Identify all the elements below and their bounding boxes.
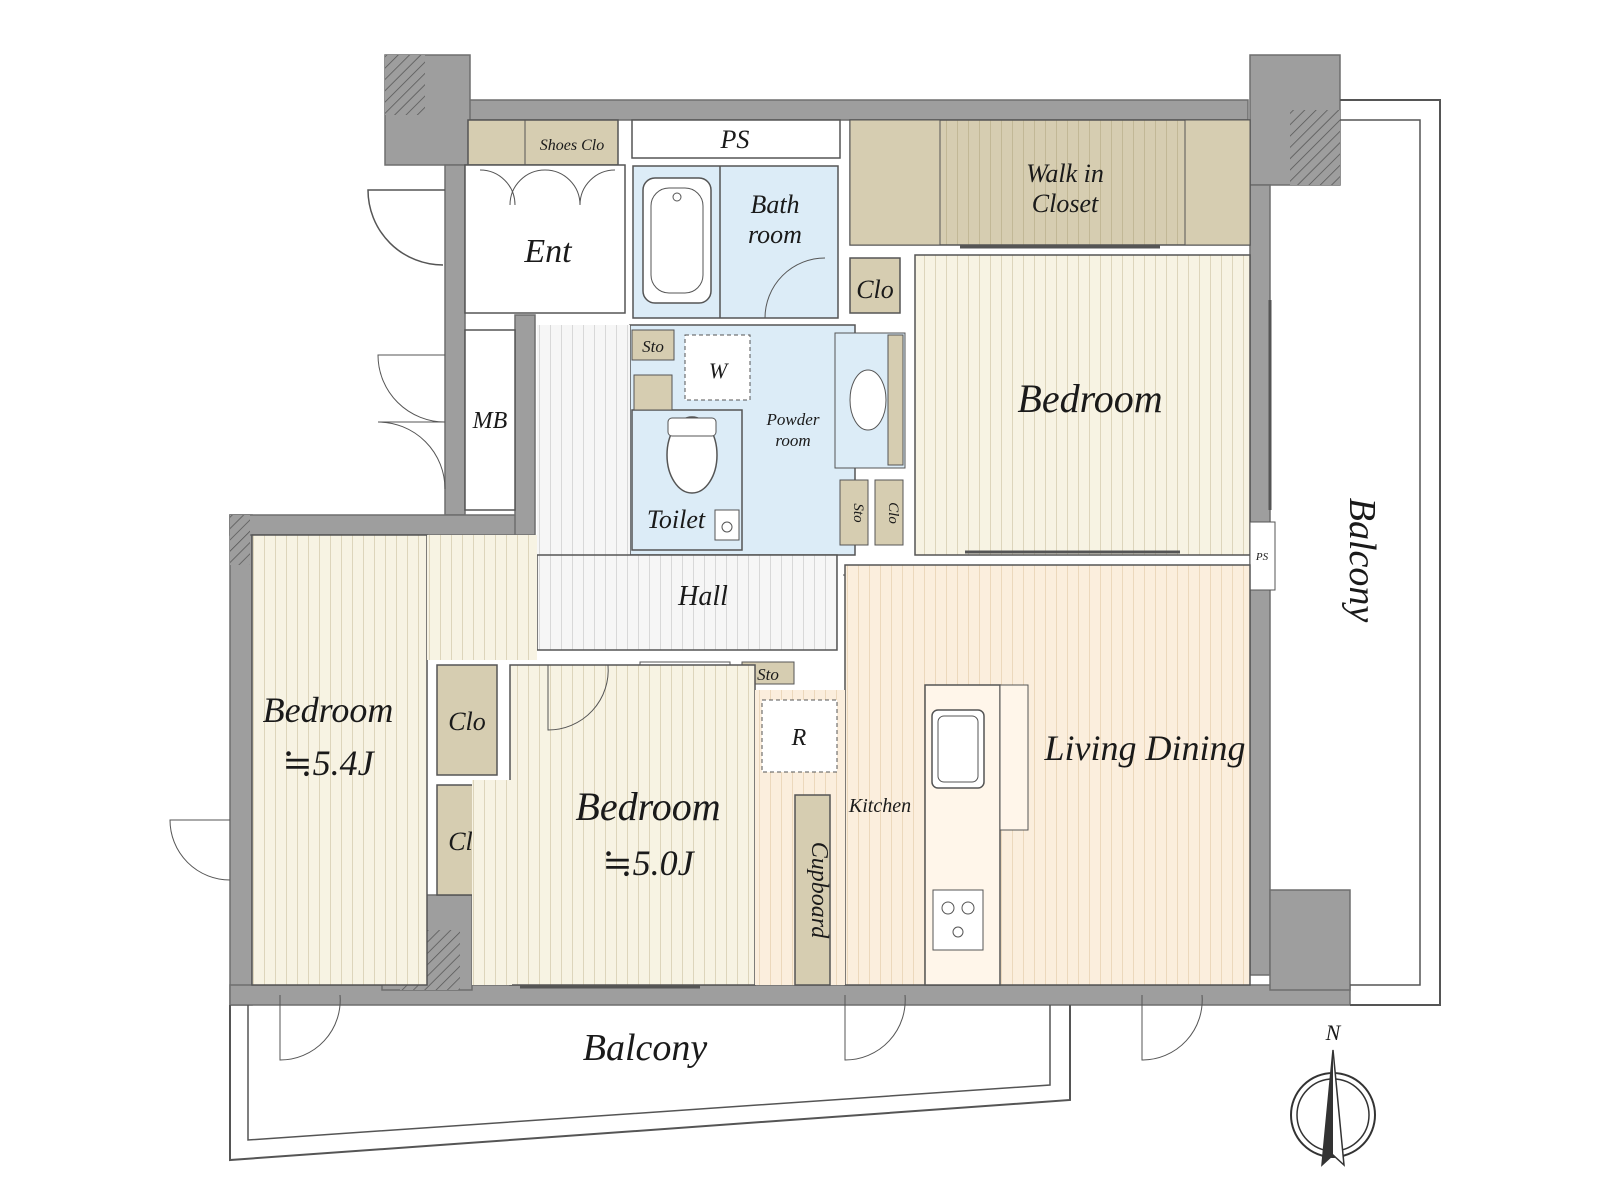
pipe-space-top: PS <box>631 119 841 159</box>
closet-w1-label: Clo <box>448 707 486 736</box>
cupboard-label: Cupboard <box>806 842 832 939</box>
bedroom-west-door[interactable] <box>169 819 231 881</box>
walk-in-label-1: Walk in <box>1026 159 1104 188</box>
bedroom-ne-label: Bedroom <box>1017 376 1162 421</box>
bedroom-south: Bedroom ≒5.0J <box>472 664 756 989</box>
refrigerator-label: R <box>791 725 807 751</box>
walk-in-closet: Walk in Closet <box>849 119 1251 249</box>
shoes-closet: Shoes Clo <box>467 119 619 166</box>
bath-label-2: room <box>748 220 802 249</box>
kitchen-label: Kitchen <box>848 795 911 817</box>
closet-ne-label: Clo <box>856 275 894 304</box>
hall: Hall PS Sto <box>469 325 904 685</box>
washer-label: W <box>709 358 729 383</box>
bedroom-south-size: ≒5.0J <box>602 843 695 883</box>
bathroom: Bath room <box>632 165 839 319</box>
bedroom-south-label: Bedroom <box>575 784 720 829</box>
bedroom-west-size: ≒5.4J <box>282 743 375 783</box>
balcony-east-label: Balcony <box>1341 498 1383 623</box>
clo-vertical-label: Clo <box>885 502 901 524</box>
bedroom-west-label: Bedroom <box>263 690 394 730</box>
powder-label-1: Powder <box>766 410 820 429</box>
living-door-1[interactable] <box>844 994 906 1061</box>
mb-label: MB <box>472 408 508 434</box>
ps-top-label: PS <box>720 125 750 154</box>
balcony-south: Balcony <box>229 1005 1071 1162</box>
north-label: N <box>1325 1020 1342 1045</box>
hall-label: Hall <box>677 581 728 612</box>
entrance: Ent <box>367 164 626 314</box>
living-door-2[interactable] <box>1141 994 1203 1061</box>
living-dining-label: Living Dining <box>1043 728 1245 768</box>
kitchen: R Cupboard Kitchen <box>761 684 1029 986</box>
walk-in-label-2: Closet <box>1032 189 1099 218</box>
bath-door[interactable] <box>764 257 826 319</box>
living-doors <box>279 994 1203 1061</box>
bedroom-south-door[interactable] <box>547 664 609 731</box>
powder-label-2: room <box>775 431 810 450</box>
balcony-south-label: Balcony <box>583 1027 708 1069</box>
toilet-label: Toilet <box>647 505 706 534</box>
bath-label-1: Bath <box>750 190 799 219</box>
bedroom-west: Bedroom ≒5.4J <box>169 534 537 986</box>
shoes-closet-label: Shoes Clo <box>540 137 604 154</box>
balcony-east: Balcony <box>1340 99 1441 1006</box>
toilet: Toilet <box>631 374 743 551</box>
north-compass: N <box>1290 1020 1376 1167</box>
bedroom-northeast: Clo Bedroom PS <box>849 254 1276 591</box>
sto-small-label: Sto <box>642 337 664 356</box>
entrance-door[interactable] <box>367 189 445 266</box>
meter-box: MB <box>377 329 516 511</box>
sto-vertical-label: Sto <box>850 503 866 523</box>
ps-right-label: PS <box>1255 551 1269 563</box>
entrance-label: Ent <box>523 233 573 270</box>
bedroom-west-balcony-door[interactable] <box>279 994 341 1061</box>
sto-hall-label: Sto <box>757 665 779 684</box>
